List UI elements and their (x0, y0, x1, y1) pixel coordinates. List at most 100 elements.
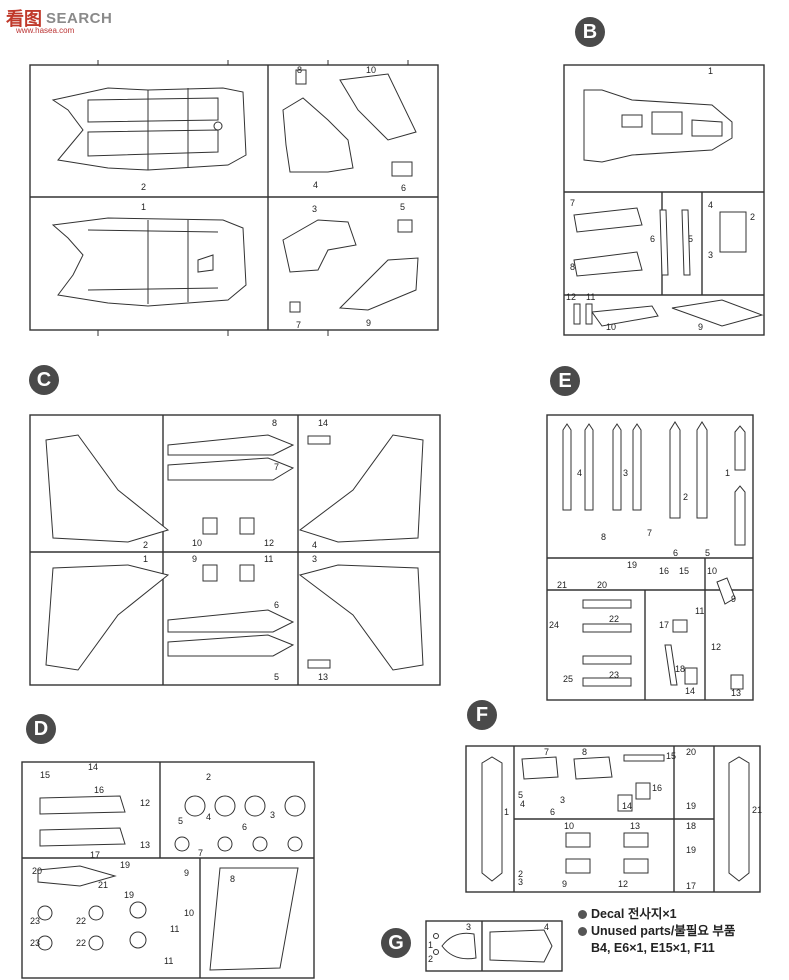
part-a6 (391, 161, 413, 177)
part-a10 (339, 73, 417, 141)
part-label: 2 (206, 772, 211, 782)
part-label: 4 (313, 180, 318, 190)
sprue-d-badge: D (26, 714, 56, 744)
sprue-d: 15 14 16 12 13 2 5 4 3 6 7 17 20 19 21 8… (21, 761, 315, 979)
part-d20 (37, 865, 117, 887)
part-label: 3 (560, 795, 565, 805)
part-label: 2 (143, 540, 148, 550)
part-c11 (239, 564, 255, 582)
part-c4-wing (298, 434, 424, 543)
part-b11 (585, 303, 593, 325)
part-label: 10 (192, 538, 202, 548)
part-a4 (282, 97, 354, 173)
part-c3-wing (298, 564, 424, 671)
part-label: 21 (752, 805, 762, 815)
part-c8 (167, 434, 295, 456)
part-label: 3 (312, 554, 317, 564)
sprue-g-labels: 3 4 1 2 (428, 922, 549, 964)
part-label: 17 (90, 850, 100, 860)
part-label: 6 (650, 234, 655, 244)
part-label: 2 (683, 492, 688, 502)
sprue-f-badge: F (467, 700, 497, 730)
part-b8 (573, 251, 643, 277)
part-label: 18 (675, 664, 685, 674)
part-g2 (433, 949, 439, 955)
part-label: 9 (562, 879, 567, 889)
part-label: 11 (164, 956, 173, 966)
part-d22-b (88, 935, 104, 951)
sprue-c-labels: 2 1 8 7 14 4 3 10 12 9 11 6 5 13 (143, 418, 328, 682)
part-d19-b (129, 931, 147, 949)
part-e23 (582, 655, 632, 665)
part-c12 (239, 517, 255, 535)
part-a8 (295, 69, 307, 85)
bullet-icon (578, 910, 587, 919)
part-label: 25 (563, 674, 573, 684)
part-f10 (565, 832, 591, 848)
part-d4-b (214, 795, 236, 817)
part-label: 16 (652, 783, 662, 793)
part-label: 3 (518, 877, 523, 887)
part-label: 9 (184, 868, 189, 878)
part-label: 12 (264, 538, 274, 548)
part-label: 6 (274, 600, 279, 610)
part-e4-missile-b (584, 423, 594, 511)
part-d4 (184, 795, 206, 817)
watermark-logo: 看图 SEARCH www.hasea.com (6, 4, 113, 35)
part-d3 (244, 795, 266, 817)
part-label: 3 (466, 922, 471, 932)
part-label: 5 (518, 790, 523, 800)
part-a3 (282, 219, 357, 273)
part-label: 13 (731, 688, 741, 698)
part-a5 (397, 219, 413, 233)
unused-parts-label: Unused parts/불필요 부품 (591, 924, 736, 938)
part-c9 (202, 564, 218, 582)
part-e17 (672, 619, 688, 633)
part-label: 19 (686, 845, 696, 855)
sprue-f-labels: 7 8 15 20 1 5 4 6 3 14 16 19 21 10 13 18… (504, 747, 762, 891)
part-c6 (167, 609, 295, 633)
part-label: 10 (606, 322, 616, 332)
decal-label: Decal 전사지×1 (591, 907, 677, 921)
part-label: 6 (550, 807, 555, 817)
bullet-icon (578, 927, 587, 936)
part-e3-missile (612, 423, 622, 511)
part-label: 14 (685, 686, 695, 696)
part-e18 (664, 644, 678, 686)
part-label: 8 (272, 418, 277, 428)
part-d22 (88, 905, 104, 921)
part-label: 15 (679, 566, 689, 576)
sprue-b-labels: 1 7 8 6 5 4 2 3 12 11 10 9 (566, 66, 755, 332)
part-d16 (39, 795, 126, 815)
part-b12 (573, 303, 581, 325)
part-a9 (338, 257, 419, 311)
part-label: 21 (557, 580, 567, 590)
part-b1-cockpit (583, 89, 733, 163)
part-label: 10 (184, 908, 194, 918)
sprue-c: 2 1 8 7 14 4 3 10 12 9 11 6 5 13 (29, 414, 441, 686)
part-label: 19 (627, 560, 637, 570)
part-label: 4 (206, 812, 211, 822)
part-label: 8 (582, 747, 587, 757)
part-label: 13 (630, 821, 640, 831)
decal-row: Decal 전사지×1 (578, 906, 735, 923)
part-label: 14 (318, 418, 328, 428)
part-label: 7 (647, 528, 652, 538)
part-f1-tank (481, 756, 503, 882)
part-label: 17 (659, 620, 669, 630)
part-label: 23 (30, 938, 40, 948)
part-d19 (129, 901, 147, 919)
sprue-b-badge: B (575, 17, 605, 47)
part-label: 21 (98, 880, 108, 890)
part-b10 (591, 305, 659, 327)
part-b6 (659, 209, 669, 276)
sprue-g-badge: G (381, 928, 411, 958)
part-label: 22 (76, 938, 86, 948)
part-e1-missile (734, 425, 746, 471)
part-f15 (623, 754, 665, 762)
part-label: 23 (609, 670, 619, 680)
part-b7 (573, 207, 643, 233)
watermark-search-text: SEARCH (46, 9, 113, 27)
part-e14 (684, 667, 698, 685)
watermark-logo-mark: 看图 (6, 9, 42, 30)
